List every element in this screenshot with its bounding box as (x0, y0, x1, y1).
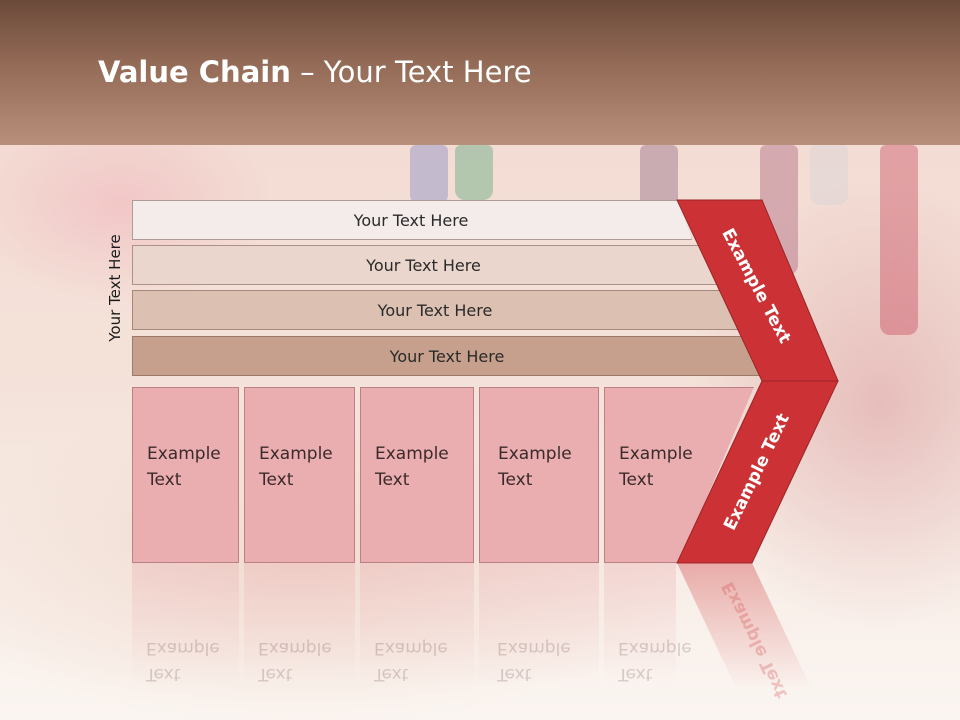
cell-line2: Text (498, 470, 533, 490)
title-rest: – Your Text Here (290, 55, 532, 89)
title-bold: Value Chain (98, 55, 291, 89)
row-bar-1: Your Text Here (132, 200, 692, 240)
cell-line2: Text (619, 470, 654, 490)
cell-line1: Example (259, 444, 333, 464)
bottle-shape (810, 145, 848, 205)
bottle-shape (410, 145, 448, 205)
chevron-reflection (677, 563, 812, 690)
cell-line2: Text (375, 470, 410, 490)
bottle-shape (880, 145, 918, 335)
cell-line2: Text (259, 470, 294, 490)
cell-line2: Text (147, 470, 182, 490)
cell-line1: Example (619, 444, 693, 464)
cell-line1: Example (147, 444, 221, 464)
row-bar-label: Your Text Here (366, 255, 481, 275)
bottle-shape (455, 145, 493, 200)
row-bar-label: Your Text Here (353, 210, 469, 230)
row-bar-label: Your Text Here (389, 346, 505, 366)
cell-line1: Example (498, 444, 572, 464)
title-bar: Value Chain – Your Text Here (0, 0, 960, 145)
row-bar-3: Your Text Here (132, 290, 740, 330)
row-bar-2: Your Text Here (132, 245, 717, 285)
slide-title: Value Chain – Your Text Here (98, 55, 532, 89)
row-bar-label: Your Text Here (377, 300, 493, 320)
row-bar-4: Your Text Here (132, 336, 764, 376)
cell-line1: Example (375, 444, 449, 464)
